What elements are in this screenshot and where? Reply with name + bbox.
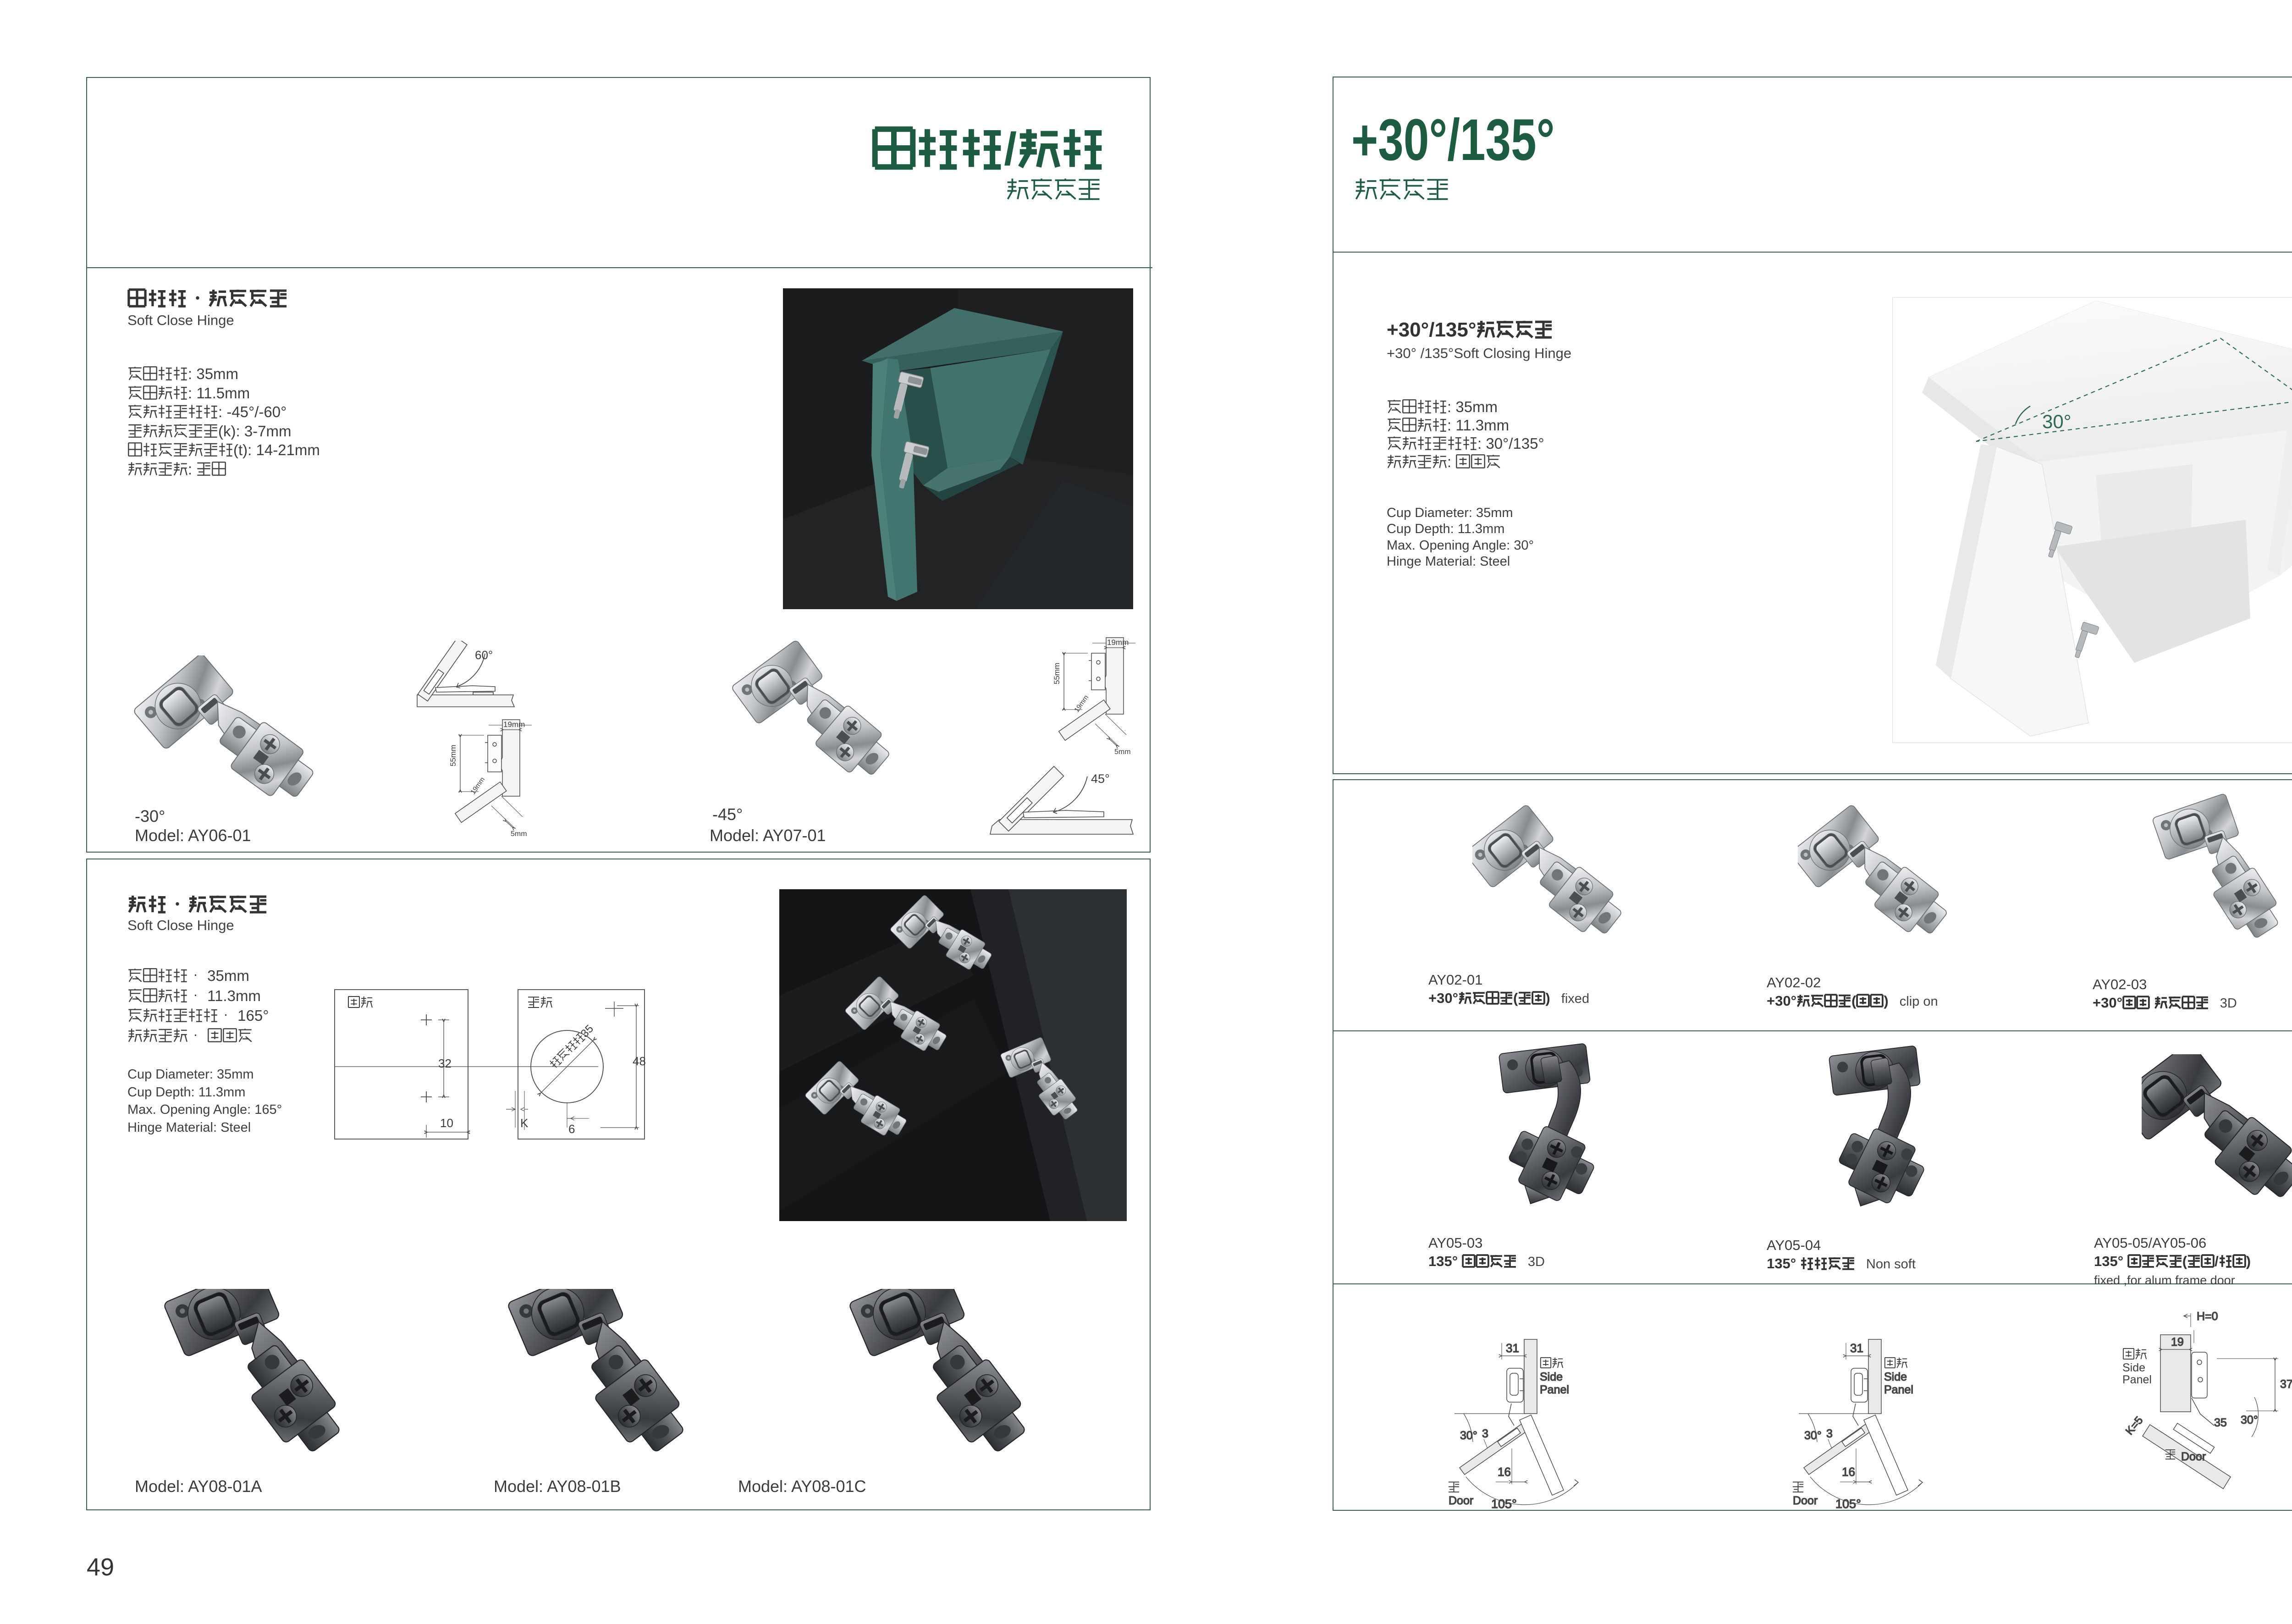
svg-text:19: 19	[2171, 1336, 2184, 1349]
svg-text:Door: Door	[2181, 1450, 2206, 1463]
svg-text:31: 31	[1850, 1341, 1863, 1355]
svg-text:55mm: 55mm	[449, 745, 457, 766]
svg-text:Door: Door	[1449, 1494, 1473, 1507]
svg-text:45°: 45°	[1091, 772, 1110, 786]
svg-text:19mm: 19mm	[503, 720, 525, 729]
svg-text:30°: 30°	[1460, 1429, 1477, 1442]
svg-text:19mm: 19mm	[469, 776, 486, 796]
svg-text:31: 31	[1506, 1341, 1519, 1355]
svg-text:5mm: 5mm	[1114, 748, 1131, 756]
svg-text:3: 3	[1482, 1427, 1488, 1440]
svg-text:Panel: Panel	[1540, 1383, 1569, 1396]
svg-text:Side: Side	[1884, 1371, 1907, 1383]
svg-text:19mm: 19mm	[1107, 638, 1129, 647]
svg-text:H=0: H=0	[2197, 1310, 2218, 1323]
svg-text:3: 3	[1826, 1427, 1833, 1440]
svg-text:16: 16	[1498, 1465, 1511, 1479]
svg-text:16: 16	[1842, 1465, 1855, 1479]
svg-text:Panel: Panel	[1884, 1383, 1913, 1396]
svg-text:105°: 105°	[1835, 1497, 1861, 1510]
svg-text:K=5: K=5	[2123, 1414, 2146, 1437]
svg-text:30°: 30°	[1804, 1429, 1822, 1442]
svg-text:5mm: 5mm	[511, 830, 527, 838]
svg-text:55mm: 55mm	[1052, 663, 1061, 684]
svg-text:30°: 30°	[2241, 1414, 2258, 1426]
svg-text:37: 37	[2280, 1378, 2292, 1391]
svg-text:35: 35	[2214, 1416, 2227, 1429]
svg-text:19mm: 19mm	[1073, 694, 1090, 714]
svg-text:105°: 105°	[1491, 1497, 1517, 1510]
svg-text:60°: 60°	[475, 648, 493, 662]
svg-text:Side: Side	[1540, 1371, 1563, 1383]
svg-text:Door: Door	[1793, 1494, 1818, 1507]
